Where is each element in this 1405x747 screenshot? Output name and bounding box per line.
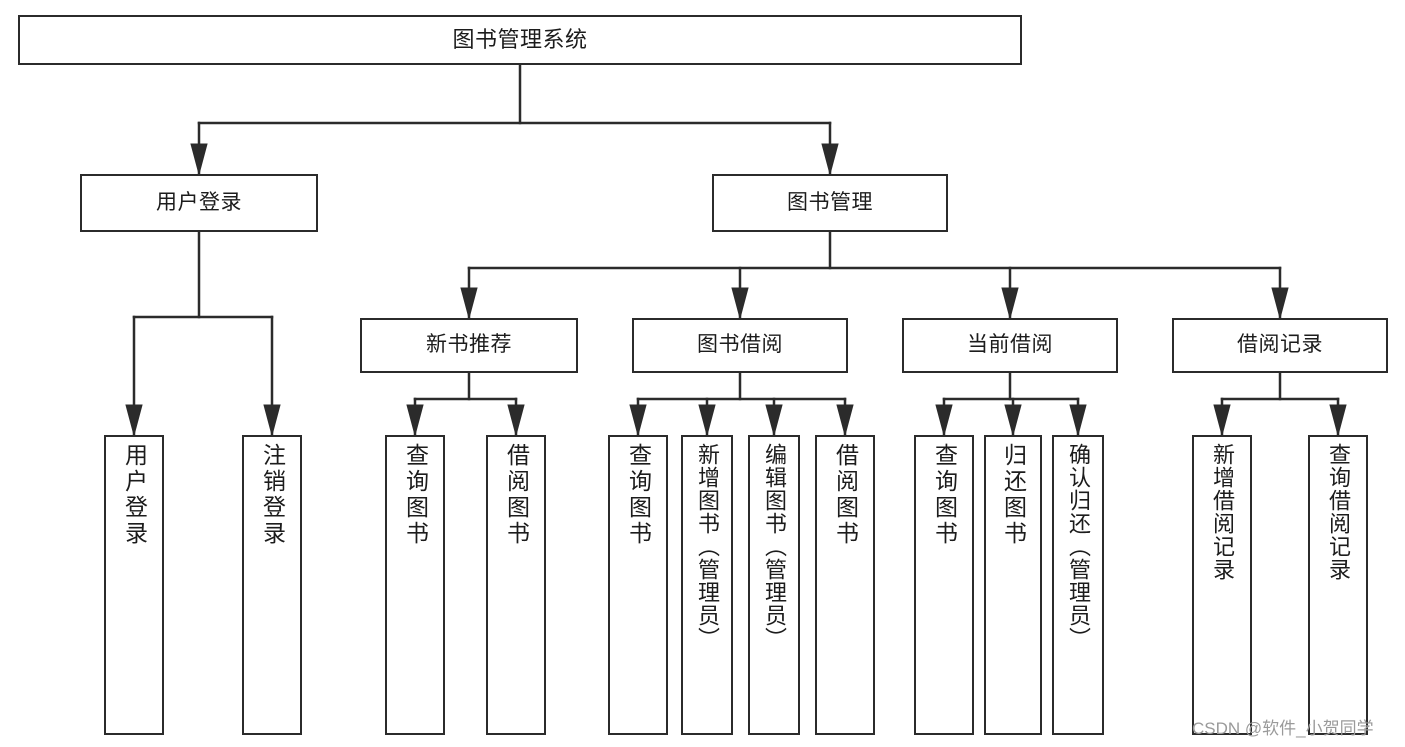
node-leaf-borrow-book-2[interactable]: 借阅图书 — [815, 435, 875, 735]
node-leaf-query-book-1[interactable]: 查询图书 — [385, 435, 445, 735]
arrowhead-book-borrow — [731, 287, 749, 320]
arrowhead-user-login — [190, 143, 208, 176]
node-label-leaf-add-record: 新增借阅记录 — [1210, 443, 1235, 581]
node-borrow-record[interactable]: 借阅记录 — [1172, 318, 1388, 373]
arrowhead-borrow-record — [1271, 287, 1289, 320]
node-root[interactable]: 图书管理系统 — [18, 15, 1022, 65]
node-book-manage[interactable]: 图书管理 — [712, 174, 948, 232]
node-label-leaf-query-book-1: 查询图书 — [402, 443, 429, 547]
node-label-root: 图书管理系统 — [452, 27, 588, 53]
node-label-borrow-record: 借阅记录 — [1237, 333, 1323, 357]
arrowhead-new-book-recommend — [460, 287, 478, 320]
node-leaf-logout[interactable]: 注销登录 — [242, 435, 302, 735]
node-leaf-user-login[interactable]: 用户登录 — [104, 435, 164, 735]
node-leaf-return-book[interactable]: 归还图书 — [984, 435, 1042, 735]
arrowhead-leaf-borrow-book-2 — [836, 404, 854, 437]
node-leaf-query-book-2[interactable]: 查询图书 — [608, 435, 668, 735]
arrowhead-book-manage — [821, 143, 839, 176]
node-leaf-confirm-return[interactable]: 确认归还（管理员） — [1052, 435, 1104, 735]
node-new-book-recommend[interactable]: 新书推荐 — [360, 318, 578, 373]
node-label-leaf-borrow-book-1: 借阅图书 — [503, 443, 530, 547]
arrowhead-leaf-return-book — [1004, 404, 1022, 437]
node-label-leaf-logout: 注销登录 — [259, 443, 286, 547]
node-leaf-add-record[interactable]: 新增借阅记录 — [1192, 435, 1252, 735]
node-label-book-borrow: 图书借阅 — [697, 333, 783, 357]
node-label-new-book-recommend: 新书推荐 — [426, 333, 512, 357]
arrowhead-leaf-query-book-2 — [629, 404, 647, 437]
node-label-user-login: 用户登录 — [156, 190, 242, 214]
node-leaf-edit-book[interactable]: 编辑图书（管理员） — [748, 435, 800, 735]
arrowhead-leaf-query-record — [1329, 404, 1347, 437]
node-label-leaf-borrow-book-2: 借阅图书 — [832, 443, 859, 547]
node-label-leaf-confirm-return: 确认归还（管理员） — [1066, 443, 1091, 650]
node-user-login[interactable]: 用户登录 — [80, 174, 318, 232]
node-label-leaf-return-book: 归还图书 — [1000, 443, 1027, 547]
node-label-book-manage: 图书管理 — [787, 190, 873, 214]
node-label-leaf-query-book-3: 查询图书 — [931, 443, 958, 547]
node-book-borrow[interactable]: 图书借阅 — [632, 318, 848, 373]
node-leaf-query-record[interactable]: 查询借阅记录 — [1308, 435, 1368, 735]
node-leaf-borrow-book-1[interactable]: 借阅图书 — [486, 435, 546, 735]
arrowhead-leaf-query-book-1 — [406, 404, 424, 437]
node-label-leaf-user-login: 用户登录 — [121, 443, 148, 547]
arrowhead-leaf-add-book — [698, 404, 716, 437]
watermark-label: CSDN @软件_小贺同学 — [1192, 719, 1374, 738]
node-label-leaf-edit-book: 编辑图书（管理员） — [762, 443, 787, 650]
arrowhead-leaf-logout — [263, 404, 281, 437]
arrowhead-leaf-query-book-3 — [935, 404, 953, 437]
node-label-leaf-query-book-2: 查询图书 — [625, 443, 652, 547]
node-leaf-add-book[interactable]: 新增图书（管理员） — [681, 435, 733, 735]
node-label-current-borrow: 当前借阅 — [967, 333, 1053, 357]
arrowhead-leaf-add-record — [1213, 404, 1231, 437]
node-label-leaf-query-record: 查询借阅记录 — [1326, 443, 1351, 581]
arrowhead-leaf-borrow-book-1 — [507, 404, 525, 437]
arrowhead-current-borrow — [1001, 287, 1019, 320]
arrowhead-leaf-confirm-return — [1069, 404, 1087, 437]
node-current-borrow[interactable]: 当前借阅 — [902, 318, 1118, 373]
node-leaf-query-book-3[interactable]: 查询图书 — [914, 435, 974, 735]
arrowhead-leaf-user-login — [125, 404, 143, 437]
node-label-leaf-add-book: 新增图书（管理员） — [695, 443, 720, 650]
arrowhead-leaf-edit-book — [765, 404, 783, 437]
